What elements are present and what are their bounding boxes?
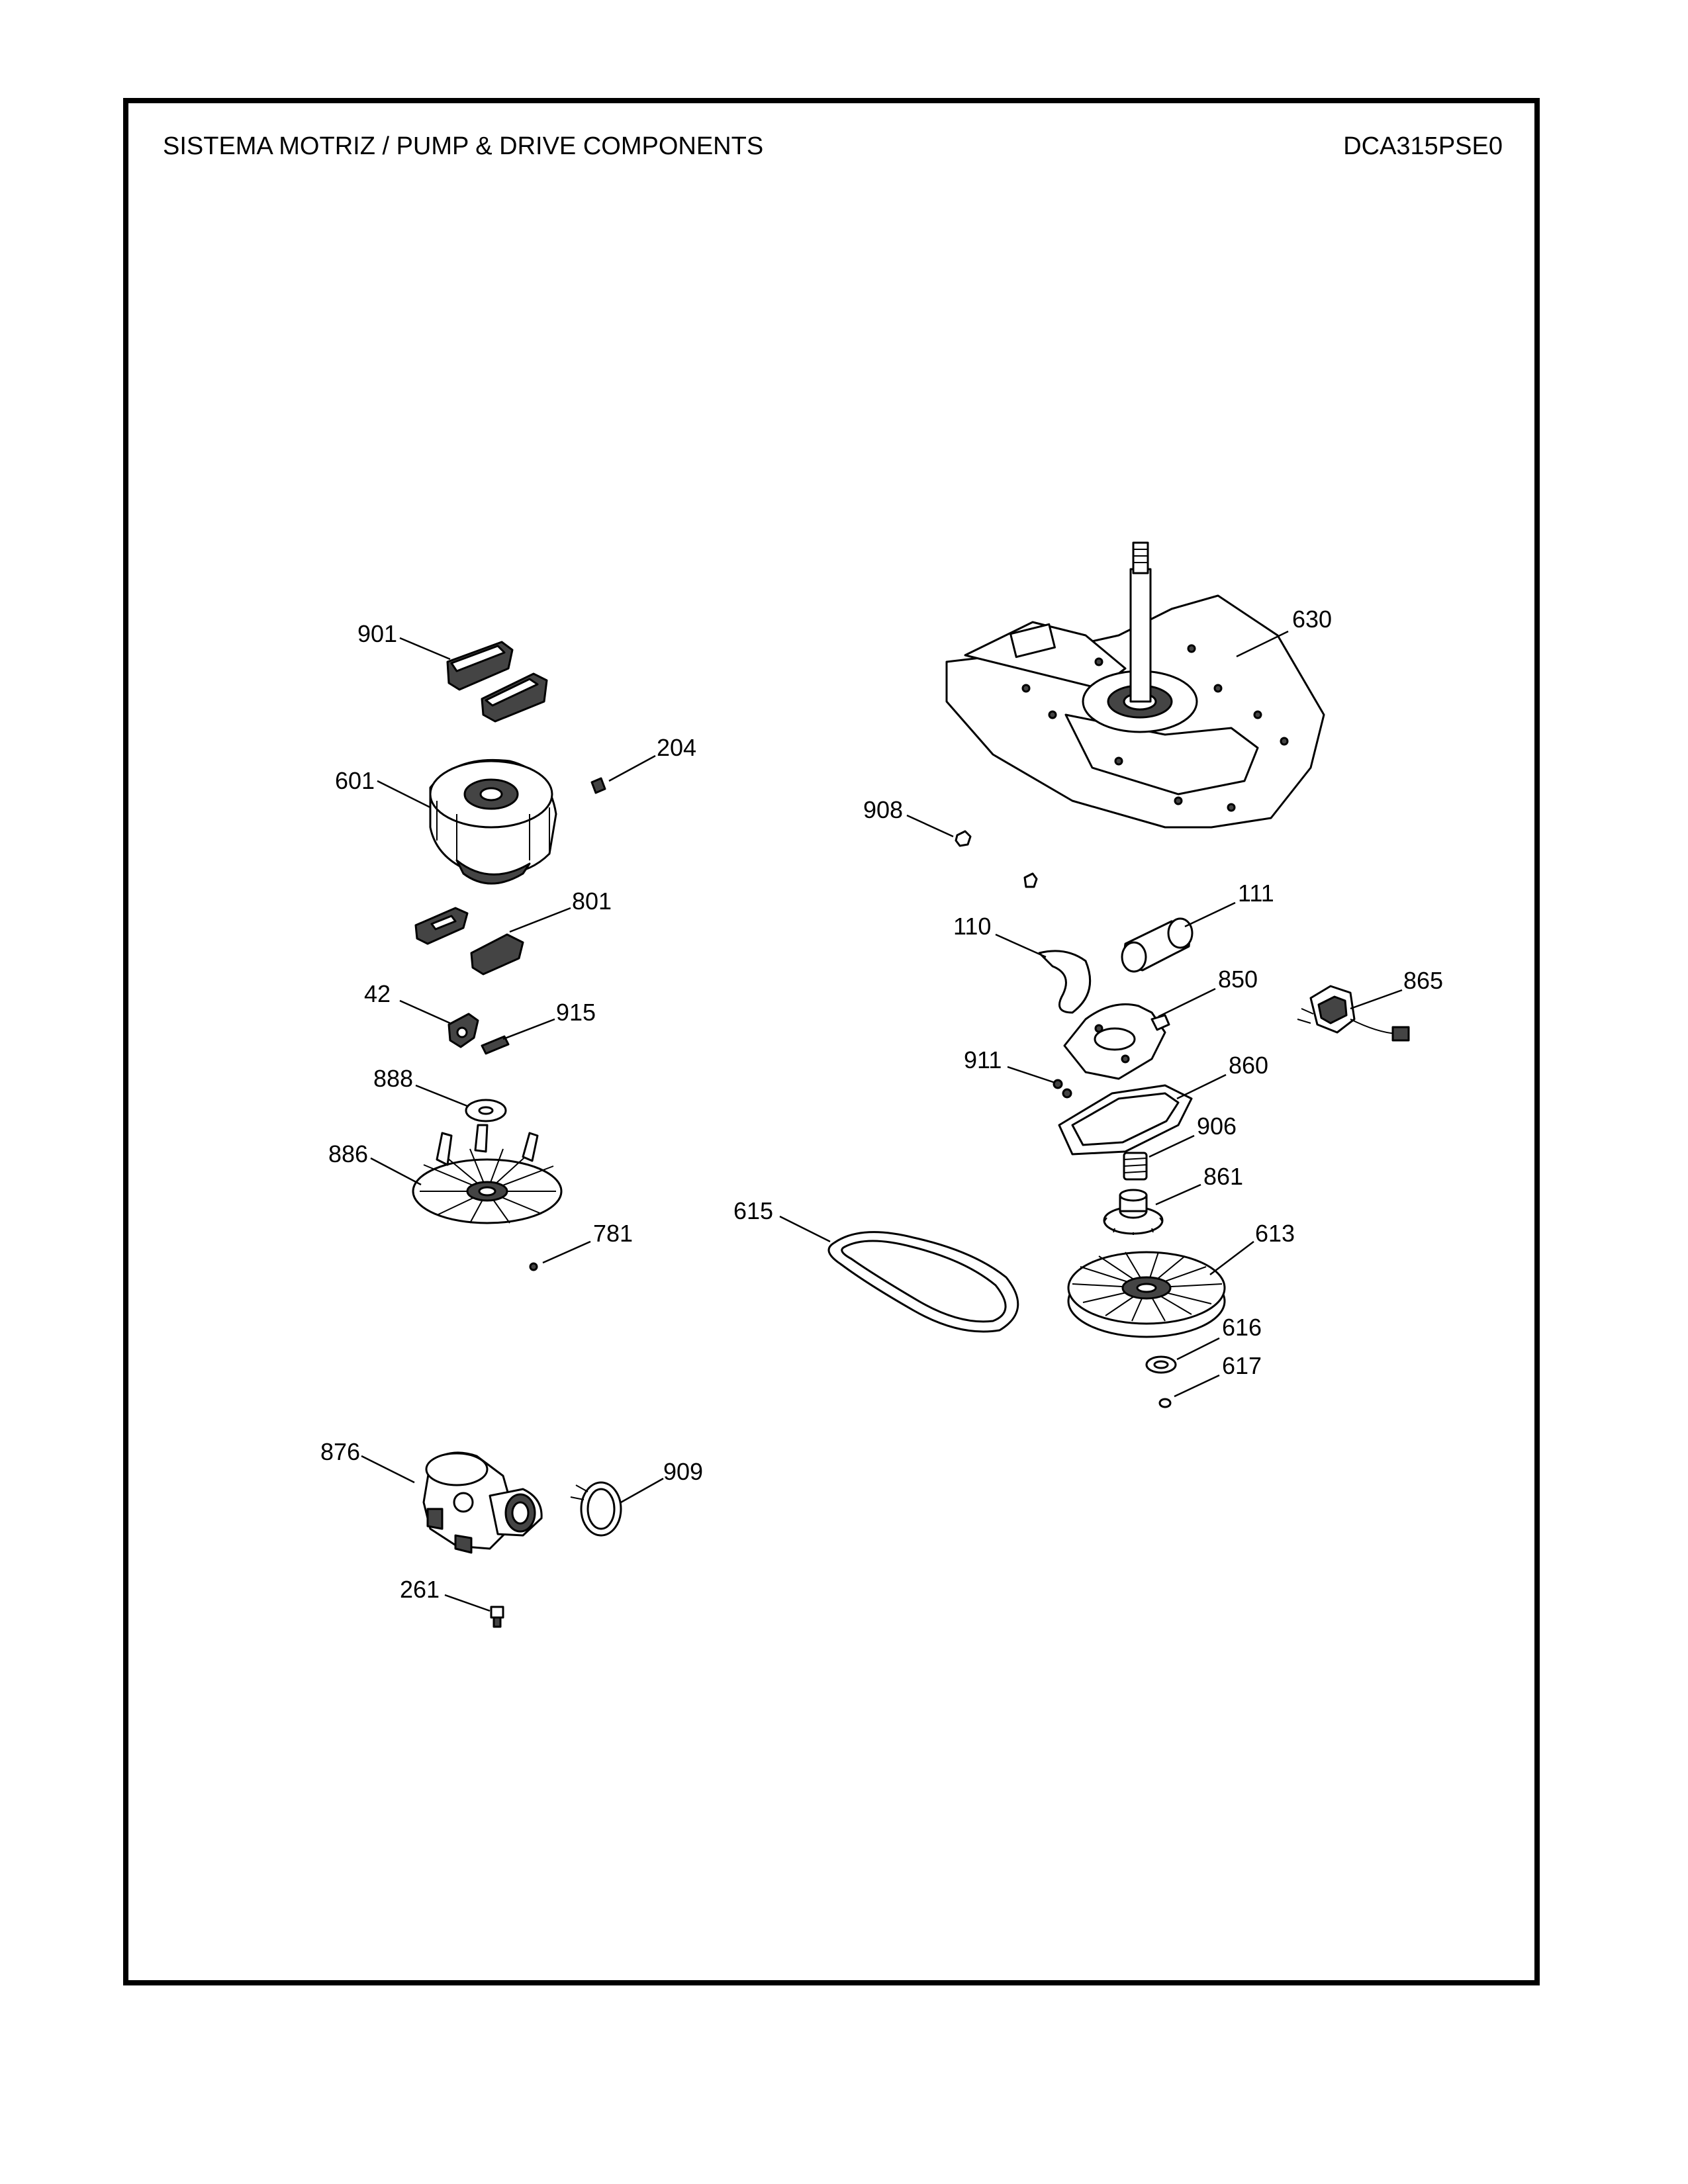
part-111-capacitor <box>1121 917 1194 973</box>
callout-888: 888 <box>373 1065 413 1092</box>
leader-901 <box>399 637 451 660</box>
callout-909: 909 <box>663 1458 703 1485</box>
callout-801: 801 <box>572 887 612 915</box>
part-901-brush-pads <box>446 641 548 723</box>
leader-615 <box>779 1215 831 1243</box>
part-617-ring <box>1158 1398 1172 1408</box>
callout-901: 901 <box>357 620 397 647</box>
part-909-clamp <box>570 1481 622 1537</box>
part-601-motor <box>429 758 557 885</box>
diagram-border <box>123 98 1540 1985</box>
callout-110: 110 <box>953 913 991 940</box>
callout-204: 204 <box>657 734 696 761</box>
part-860-cover <box>1058 1084 1193 1156</box>
diagram-title: SISTEMA MOTRIZ / PUMP & DRIVE COMPONENTS <box>163 132 764 160</box>
part-801-brackets <box>414 907 524 976</box>
part-911-screws <box>1053 1079 1072 1099</box>
callout-613: 613 <box>1255 1220 1295 1247</box>
leader-613 <box>1209 1241 1254 1275</box>
leader-42 <box>399 999 451 1024</box>
part-615-belt <box>827 1231 1019 1333</box>
callout-111: 111 <box>1238 880 1274 907</box>
leader-781 <box>542 1240 591 1264</box>
part-865-sensor <box>1297 985 1410 1042</box>
part-886-fan <box>412 1124 563 1224</box>
callout-860: 860 <box>1229 1052 1268 1079</box>
part-630-base-plate <box>945 541 1325 829</box>
part-861-gear <box>1103 1189 1164 1235</box>
callout-876: 876 <box>320 1438 360 1465</box>
part-781-screw <box>529 1262 538 1271</box>
callout-865: 865 <box>1403 967 1443 994</box>
leader-204 <box>608 754 656 782</box>
part-613-pulley <box>1067 1251 1226 1338</box>
part-915-connector <box>481 1035 510 1055</box>
model-number: DCA315PSE0 <box>1343 132 1503 160</box>
leader-886 <box>370 1157 422 1186</box>
leader-861 <box>1155 1183 1201 1206</box>
callout-906: 906 <box>1197 1113 1237 1140</box>
leader-906 <box>1149 1134 1195 1158</box>
callout-616: 616 <box>1222 1314 1262 1341</box>
callout-42: 42 <box>364 980 391 1007</box>
part-906-spring <box>1123 1152 1148 1181</box>
leader-601 <box>377 780 431 809</box>
callout-615: 615 <box>733 1197 773 1224</box>
leader-888 <box>415 1084 469 1108</box>
part-908-nuts <box>955 830 1038 888</box>
callout-261: 261 <box>400 1576 440 1603</box>
callout-908: 908 <box>863 796 903 823</box>
callout-850: 850 <box>1218 966 1258 993</box>
leader-909 <box>620 1477 664 1504</box>
callout-911: 911 <box>964 1046 1002 1073</box>
leader-876 <box>361 1455 415 1484</box>
leader-261 <box>444 1594 491 1612</box>
leader-865 <box>1350 989 1403 1010</box>
leader-850 <box>1158 987 1216 1018</box>
leader-617 <box>1174 1374 1220 1398</box>
callout-915: 915 <box>556 999 596 1026</box>
callout-781: 781 <box>593 1220 633 1247</box>
part-876-pump <box>422 1451 543 1554</box>
leader-908 <box>906 814 954 838</box>
leader-110 <box>995 933 1047 958</box>
leader-801 <box>509 907 571 933</box>
leader-630 <box>1236 630 1289 658</box>
leader-616 <box>1176 1337 1220 1361</box>
part-850-bracket <box>1063 1003 1170 1080</box>
leader-915 <box>502 1018 555 1040</box>
part-110-strap <box>1038 950 1092 1014</box>
callout-886: 886 <box>328 1140 368 1167</box>
part-42-switch <box>447 1013 479 1048</box>
part-888-washer <box>465 1099 507 1122</box>
callout-617: 617 <box>1222 1352 1262 1379</box>
part-261-screw <box>490 1606 504 1628</box>
callout-601: 601 <box>335 767 375 794</box>
leader-111 <box>1184 901 1236 928</box>
part-204-clip <box>590 777 606 794</box>
callout-630: 630 <box>1292 606 1332 633</box>
leader-911 <box>1007 1066 1056 1084</box>
leader-860 <box>1176 1073 1227 1100</box>
part-616-washer <box>1145 1355 1177 1374</box>
callout-861: 861 <box>1203 1163 1243 1190</box>
